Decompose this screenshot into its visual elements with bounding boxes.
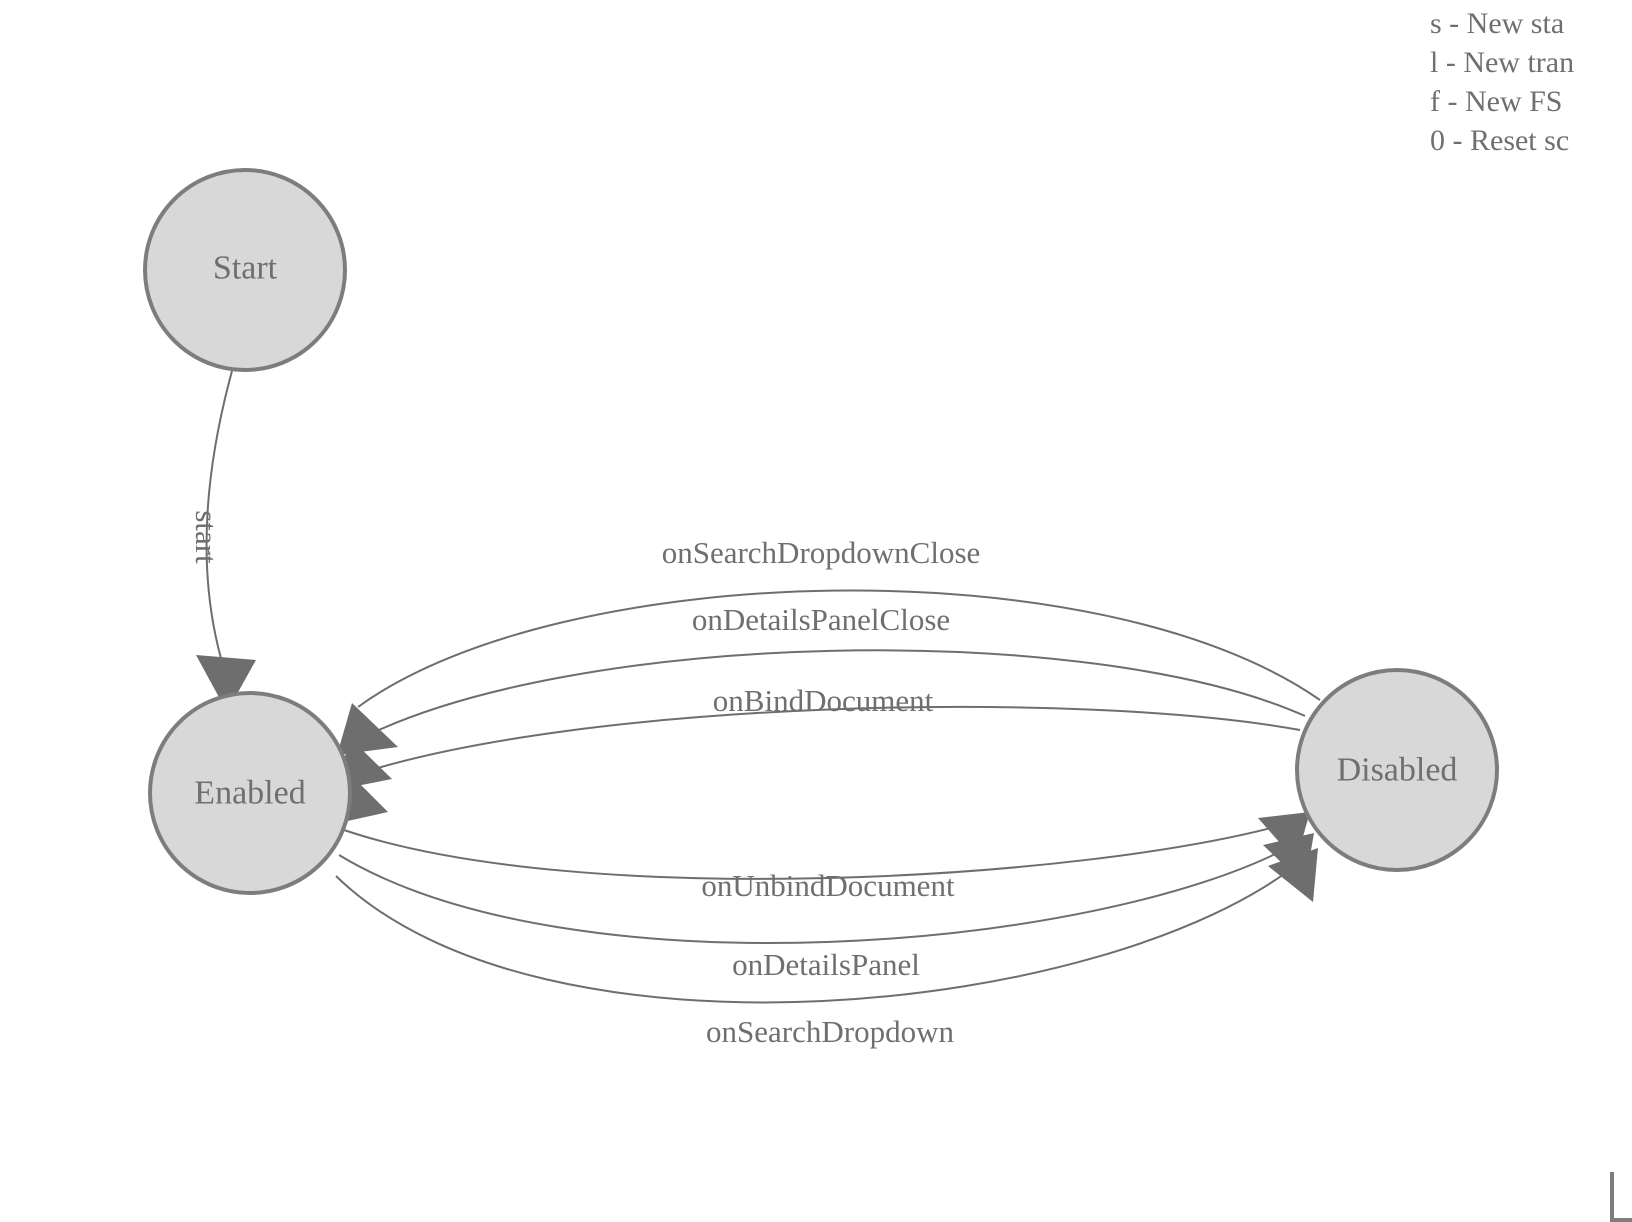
transition-unbind-document[interactable]: onUnbindDocument xyxy=(343,812,1310,903)
transition-bind-document[interactable]: onBindDocument xyxy=(334,683,1301,824)
transition-search-dropdown[interactable]: onSearchDropdown xyxy=(335,848,1318,1049)
transition-search-dropdown-close-path[interactable] xyxy=(357,589,1321,708)
state-node-start-label: Start xyxy=(213,250,278,287)
state-node-disabled[interactable]: Disabled xyxy=(1295,668,1499,872)
transition-start-arrowhead xyxy=(196,655,256,712)
transition-start-path[interactable] xyxy=(205,370,233,663)
help-shortcuts-overlay: s - New sta l - New tran f - New FS 0 - … xyxy=(1430,0,1632,160)
transition-search-dropdown-arrowhead xyxy=(1268,848,1318,902)
transition-search-dropdown-path[interactable] xyxy=(335,861,1301,1004)
transition-details-panel[interactable]: onDetailsPanel xyxy=(338,833,1314,982)
transition-unbind-document-label: onUnbindDocument xyxy=(701,868,955,903)
state-node-enabled-circle[interactable] xyxy=(148,691,352,895)
transition-search-dropdown-close-arrowhead xyxy=(337,703,398,755)
help-line-new-transition: l - New tran xyxy=(1430,46,1575,79)
transition-bind-document-label: onBindDocument xyxy=(713,683,934,718)
transition-unbind-document-path[interactable] xyxy=(343,823,1287,880)
transition-details-panel-close-label: onDetailsPanelClose xyxy=(692,602,950,637)
state-node-disabled-label: Disabled xyxy=(1337,752,1458,789)
help-line-new-fsm: f - New FS xyxy=(1430,85,1563,118)
transition-search-dropdown-close-label: onSearchDropdownClose xyxy=(662,535,981,570)
state-node-start[interactable]: Start xyxy=(143,168,347,372)
transition-start[interactable]: start xyxy=(189,370,256,712)
state-node-enabled-label: Enabled xyxy=(194,775,305,812)
transition-bind-document-path[interactable] xyxy=(351,705,1301,777)
state-node-enabled[interactable]: Enabled xyxy=(148,691,352,895)
transition-details-panel-label: onDetailsPanel xyxy=(732,947,920,982)
transition-search-dropdown-close[interactable]: onSearchDropdownClose xyxy=(337,535,1321,755)
transition-details-panel-close-path[interactable] xyxy=(355,649,1306,742)
help-line-new-state: s - New sta xyxy=(1430,7,1565,40)
state-node-disabled-circle[interactable] xyxy=(1295,668,1499,872)
panel-corner-fragment xyxy=(1610,1172,1632,1222)
transition-start-label: start xyxy=(189,510,224,564)
state-node-start-circle[interactable] xyxy=(143,168,347,372)
transition-details-panel-close[interactable]: onDetailsPanelClose xyxy=(336,602,1306,790)
help-line-reset-scene: 0 - Reset sc xyxy=(1430,124,1570,157)
transition-search-dropdown-label: onSearchDropdown xyxy=(706,1014,954,1049)
transition-details-panel-path[interactable] xyxy=(338,844,1294,944)
